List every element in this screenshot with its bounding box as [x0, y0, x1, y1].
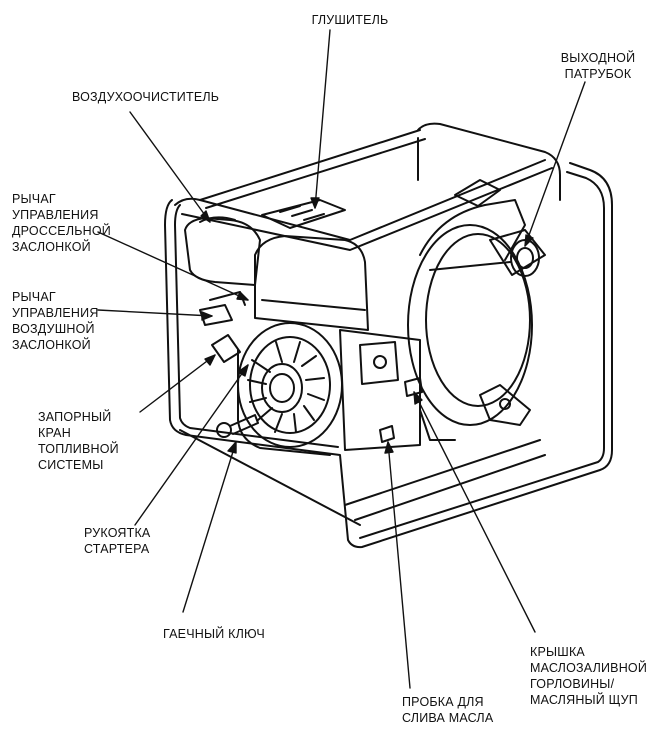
label-drain-plug: ПРОБКА ДЛЯ СЛИВА МАСЛА — [402, 695, 494, 725]
label-throttle-lever: РЫЧАГ УПРАВЛЕНИЯ ДРОССЕЛЬНОЙ ЗАСЛОНКОЙ — [12, 192, 111, 254]
engine — [184, 199, 421, 456]
small-parts — [199, 291, 423, 443]
leader-lines — [97, 29, 586, 689]
label-outlet: ВЫХОДНОЙ ПАТРУБОК — [560, 51, 636, 81]
label-starter-grip: РУКОЯТКА СТАРТЕРА — [84, 526, 151, 556]
frame — [164, 122, 613, 549]
pump-housing — [407, 179, 546, 441]
label-choke-lever: РЫЧАГ УПРАВЛЕНИЯ ВОЗДУШНОЙ ЗАСЛОНКОЙ — [12, 290, 99, 352]
label-air-cleaner: ВОЗДУХООЧИСТИТЕЛЬ — [72, 90, 220, 104]
label-fuel-valve: ЗАПОРНЫЙ КРАН ТОПЛИВНОЙ СИСТЕМЫ — [38, 410, 119, 472]
label-wrench: ГАЕЧНЫЙ КЛЮЧ — [163, 627, 265, 641]
label-muffler: ГЛУШИТЕЛЬ — [311, 13, 389, 27]
label-oil-cap: КРЫШКА МАСЛОЗАЛИВНОЙ ГОРЛОВИНЫ/ МАСЛЯНЫЙ… — [530, 645, 648, 707]
